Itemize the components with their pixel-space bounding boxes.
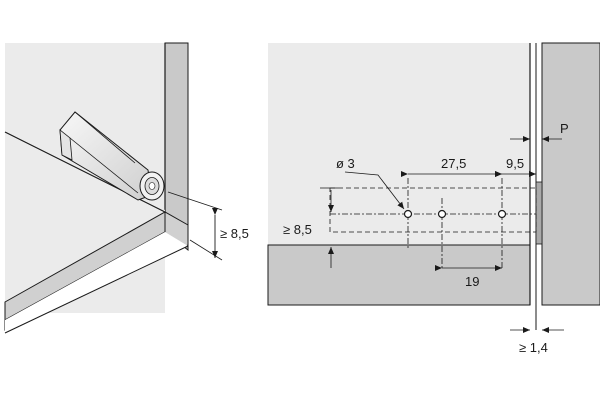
spacing-19-label: 19 bbox=[465, 274, 479, 289]
damper-head bbox=[535, 181, 543, 245]
left-height-label: ≥ 8,5 bbox=[220, 226, 249, 241]
hole-2 bbox=[437, 209, 447, 219]
left-dimension: ≥ 8,5 bbox=[167, 191, 249, 261]
p-label: P bbox=[560, 121, 569, 136]
spacing-27-5-label: 27,5 bbox=[441, 156, 466, 171]
diameter-callout: ø 3 bbox=[336, 156, 405, 210]
p-dimension: P bbox=[510, 121, 569, 142]
spacing-9-5-label: 9,5 bbox=[506, 156, 524, 171]
gap-dimension: ≥ 1,4 bbox=[510, 327, 564, 355]
hole-1 bbox=[403, 209, 413, 219]
right-height-dimension: ≥ 8,5 bbox=[283, 187, 338, 268]
door-panel bbox=[541, 42, 600, 306]
hole-diameter-label: ø 3 bbox=[336, 156, 355, 171]
damper-device bbox=[59, 111, 165, 201]
bottom-dimension: 19 bbox=[435, 265, 502, 289]
right-cabinet-view bbox=[267, 42, 600, 330]
left-shelf-top bbox=[5, 132, 165, 320]
top-dimensions: 27,5 9,5 bbox=[401, 156, 536, 177]
screw-holes bbox=[403, 209, 507, 219]
right-bottom-shelf bbox=[267, 244, 531, 306]
hole-3 bbox=[497, 209, 507, 219]
right-height-label: ≥ 8,5 bbox=[283, 222, 312, 237]
gap-label: ≥ 1,4 bbox=[519, 340, 548, 355]
